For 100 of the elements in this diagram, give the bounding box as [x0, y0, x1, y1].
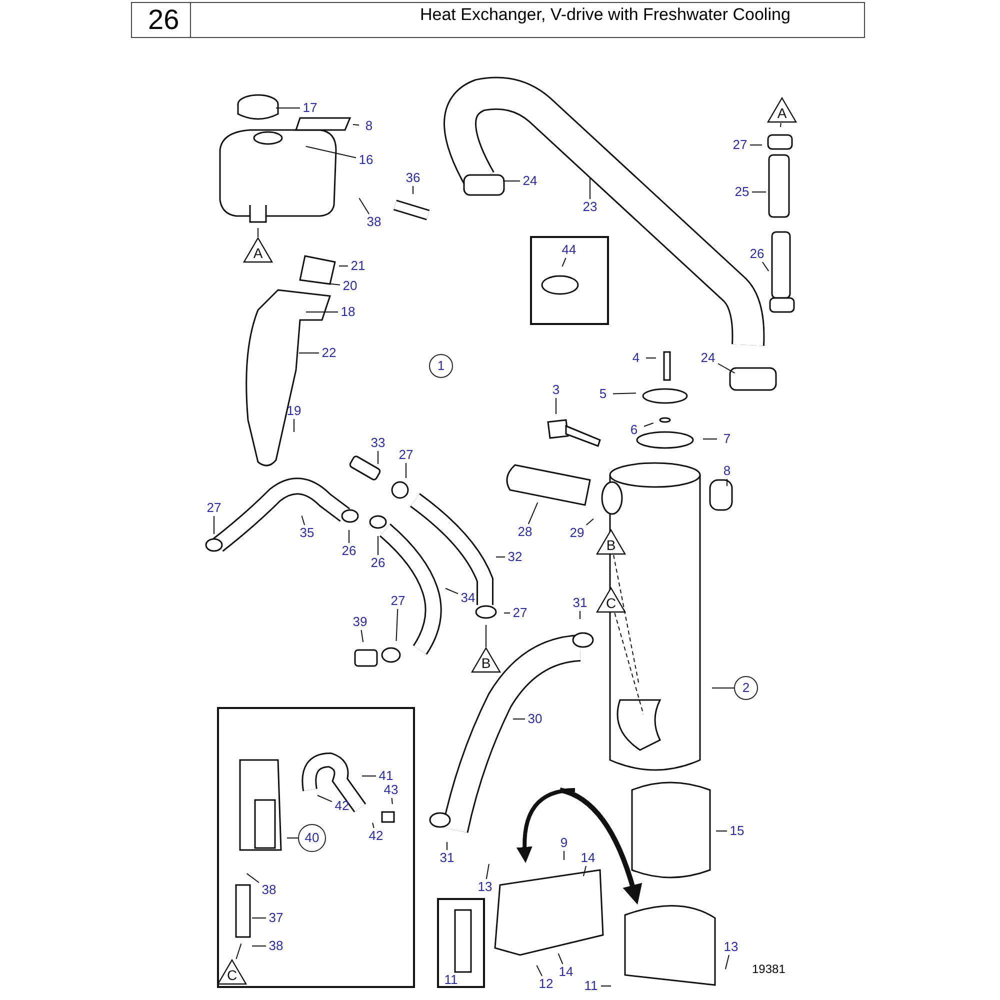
callout-number: 36	[403, 170, 423, 186]
reference-triangle: A	[243, 237, 273, 263]
leader-line	[246, 873, 260, 884]
callout-number: 4	[626, 350, 646, 366]
callout-number: 31	[437, 850, 457, 866]
callout-number: 42	[332, 798, 352, 814]
callout-number: 42	[366, 828, 386, 844]
leader-line	[586, 518, 594, 526]
callout-number: 33	[368, 435, 388, 451]
leader-line	[348, 530, 350, 544]
callout-number: 38	[364, 214, 384, 230]
callout-number: 14	[556, 964, 576, 980]
leader-line	[236, 943, 242, 960]
leader-line	[396, 608, 398, 642]
leader-line	[644, 422, 654, 427]
circled-callout: 2	[734, 676, 758, 700]
inset-frame	[437, 898, 485, 988]
leader-line	[702, 438, 718, 440]
leader-line	[412, 186, 414, 194]
callout-number: 24	[698, 350, 718, 366]
callout-number: 39	[350, 614, 370, 630]
callout-number: 41	[376, 768, 396, 784]
leader-line	[372, 822, 374, 828]
callout-number: 29	[567, 525, 587, 541]
drawing-number: 19381	[752, 962, 786, 976]
callout-number: 8	[359, 118, 379, 134]
leader-line	[352, 124, 360, 126]
callout-number: 27	[396, 447, 416, 463]
callout-number: 5	[593, 386, 613, 402]
leader-line	[360, 630, 364, 643]
dashed-line	[613, 554, 640, 685]
leader-line	[317, 794, 332, 802]
callout-number: 24	[520, 173, 540, 189]
leader-line	[298, 352, 320, 354]
dashed-line	[614, 612, 644, 715]
callout-number: 21	[348, 258, 368, 274]
callout-number: 8	[717, 463, 737, 479]
callout-number: 31	[570, 595, 590, 611]
callout-number: 27	[388, 593, 408, 609]
leader-line	[496, 556, 506, 558]
callout-number: 17	[300, 100, 320, 116]
callout-number: 25	[732, 184, 752, 200]
callout-number: 18	[338, 304, 358, 320]
callout-number: 44	[559, 242, 579, 258]
leader-line	[486, 863, 490, 880]
reference-triangle: B	[471, 647, 501, 673]
callout-number: 13	[721, 939, 741, 955]
leader-line	[327, 283, 340, 286]
reference-triangle: C	[596, 587, 626, 613]
leader-line	[750, 144, 762, 146]
leader-line	[445, 588, 458, 594]
callout-number: 27	[204, 500, 224, 516]
circled-callout: 40	[298, 824, 326, 852]
leader-line	[562, 258, 566, 267]
leader-line	[726, 478, 728, 486]
callout-number: 26	[747, 246, 767, 262]
leader-line	[502, 180, 520, 182]
callout-number: 38	[266, 938, 286, 954]
page-title: Heat Exchanger, V-drive with Freshwater Cooling	[420, 5, 790, 25]
callout-number: 30	[525, 711, 545, 727]
callout-number: 27	[510, 605, 530, 621]
callout-number: 28	[515, 524, 535, 540]
leader-line	[718, 363, 736, 374]
leader-line	[528, 502, 538, 524]
callout-number: 12	[536, 976, 556, 992]
page-number: 26	[148, 4, 180, 36]
leader-line	[391, 798, 393, 805]
callout-number: 23	[580, 199, 600, 215]
callout-number: 16	[356, 152, 376, 168]
callout-number: 19	[284, 403, 304, 419]
callout-number: 6	[624, 422, 644, 438]
callout-number: 3	[546, 382, 566, 398]
reference-triangle: A	[767, 97, 797, 123]
leader-line	[305, 146, 356, 158]
callout-number: 20	[340, 278, 360, 294]
leader-line	[582, 866, 586, 877]
callout-number: 9	[554, 835, 574, 851]
leader-line	[716, 830, 728, 832]
callout-number: 7	[717, 431, 737, 447]
leader-line	[762, 262, 770, 272]
callout-number: 35	[297, 525, 317, 541]
reference-triangle: C	[217, 959, 247, 985]
leader-line	[301, 515, 306, 526]
leader-line	[358, 198, 370, 214]
leader-line	[724, 954, 730, 970]
callout-number: 26	[368, 555, 388, 571]
callout-number: 11	[441, 972, 461, 988]
callout-number: 22	[319, 345, 339, 361]
leader-line	[558, 953, 564, 964]
reference-triangle: B	[596, 529, 626, 555]
leader-line	[512, 718, 526, 720]
callout-number: 37	[266, 910, 286, 926]
callout-number: 26	[339, 543, 359, 559]
callout-number: 15	[727, 823, 747, 839]
callout-number: 13	[475, 879, 495, 895]
leader-line	[536, 964, 542, 976]
leader-line	[446, 842, 448, 850]
circled-callout: 1	[429, 354, 453, 378]
inset-frame	[217, 707, 415, 988]
leader-line	[780, 122, 782, 128]
